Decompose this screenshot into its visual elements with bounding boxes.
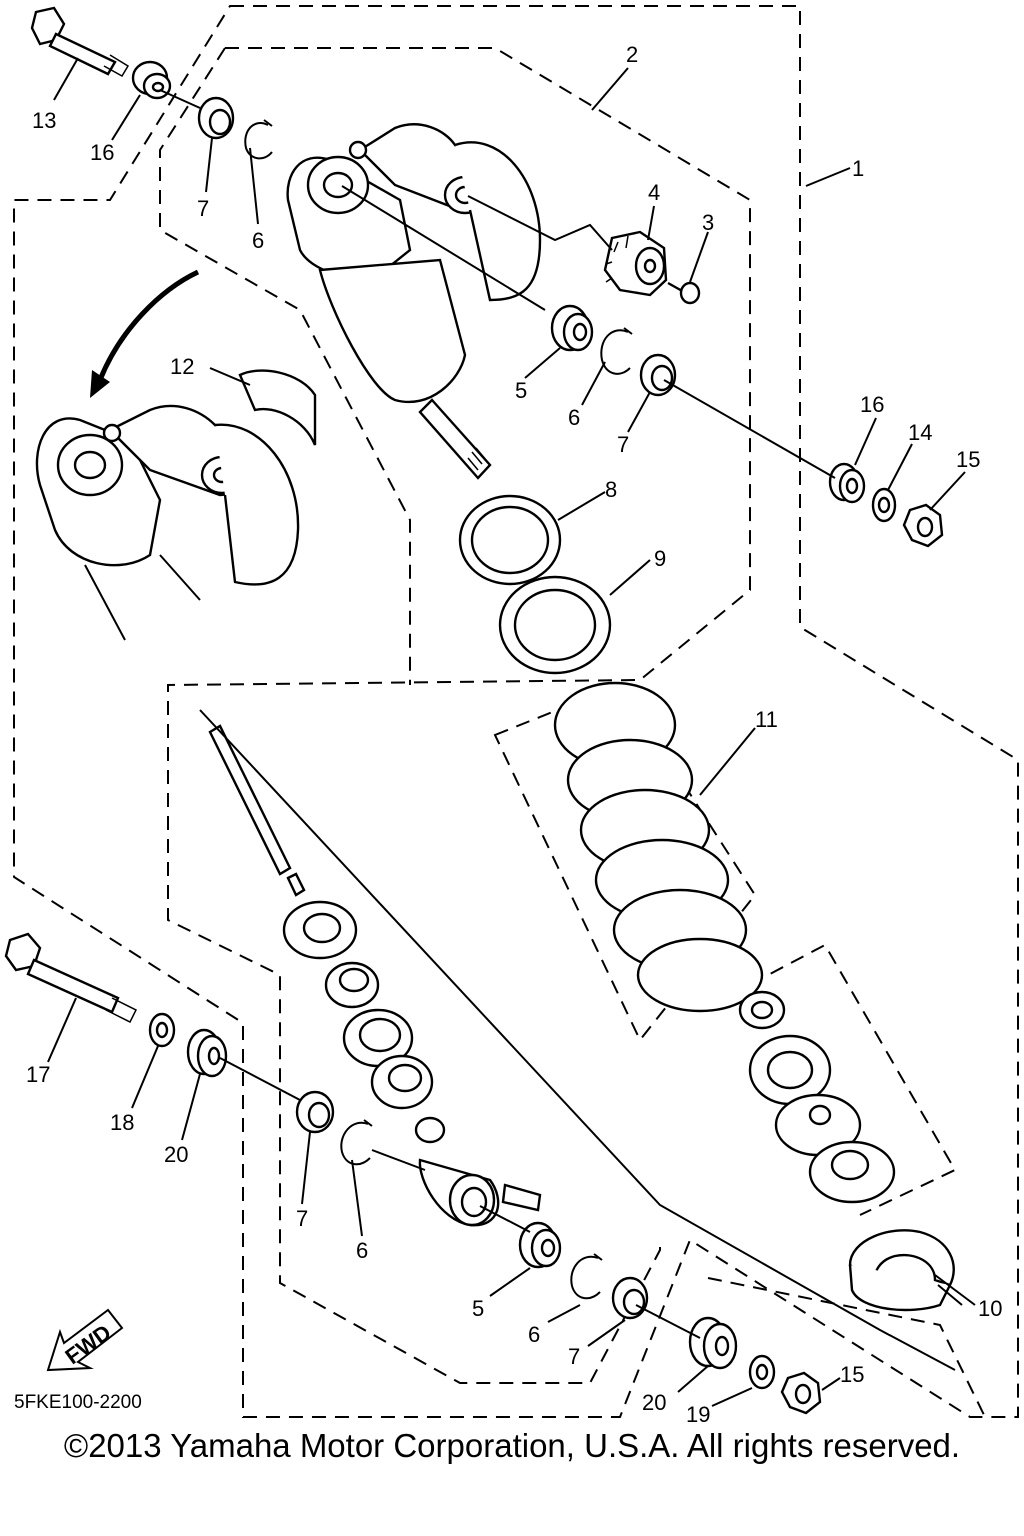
nut-15-upper: [902, 503, 944, 548]
callout-20-left: 20: [164, 1142, 188, 1167]
callout-7-upper: 7: [197, 196, 209, 221]
callout-10: 10: [978, 1296, 1002, 1321]
view-arrow: [90, 269, 200, 398]
callout-15-lower: 15: [840, 1362, 864, 1387]
callout-3: 3: [702, 210, 714, 235]
callout-4: 4: [648, 180, 660, 205]
callout-16-upper: 16: [90, 140, 114, 165]
damping-collar: [342, 1008, 434, 1110]
shaft-rod: [208, 724, 306, 897]
clip-6-middle: [600, 327, 633, 375]
lower-eye: [414, 1116, 542, 1227]
callout-20-right: 20: [642, 1390, 666, 1415]
fwd-arrow: FWD: [46, 1308, 124, 1372]
group-outline-10: [707, 1277, 986, 1418]
washer-19: [748, 1354, 776, 1390]
callout-18: 18: [110, 1110, 134, 1135]
callout-6-middle: 6: [568, 405, 580, 430]
shock-detail-view: [35, 369, 317, 641]
ring-nut-9: [498, 575, 612, 675]
callout-2: 2: [626, 42, 638, 67]
callout-17: 17: [26, 1062, 50, 1087]
group-outline-lower: [729, 943, 957, 1216]
seal-7-middle: [639, 353, 677, 397]
collar-16-right: [828, 462, 866, 504]
copyright-notice: ©2013 Yamaha Motor Corporation, U.S.A. A…: [63, 1427, 961, 1464]
group-outline-2: [159, 47, 751, 1384]
callout-12: 12: [170, 354, 194, 379]
callout-6-upper: 6: [252, 228, 264, 253]
callout-7-lower-left: 7: [296, 1206, 308, 1231]
callout-9: 9: [654, 546, 666, 571]
shock-upper-body: [286, 123, 542, 480]
collar-20-right: [688, 1316, 738, 1370]
part-code: 5FKE100-2200: [14, 1392, 142, 1413]
group-outline-1: [13, 5, 1019, 1418]
callout-7-middle: 7: [617, 432, 629, 457]
spring-11: [553, 681, 764, 1013]
seal-7-lower: [611, 1276, 649, 1320]
callout-1: 1: [852, 156, 864, 181]
callout-8: 8: [605, 477, 617, 502]
callout-7-lower: 7: [568, 1344, 580, 1369]
callout-5-lower: 5: [472, 1296, 484, 1321]
bushing-5-lower: [518, 1221, 562, 1269]
spring-seat-stack: [738, 990, 896, 1204]
bolt-17: [4, 932, 138, 1024]
clip-6-lower: [570, 1253, 603, 1300]
ring-nut-8: [458, 494, 562, 586]
callout-6-lower: 6: [528, 1322, 540, 1347]
seal-7-lower-left: [295, 1090, 335, 1134]
washer-18: [148, 1012, 176, 1048]
spring-retainer-10: [848, 1229, 955, 1312]
callout-14: 14: [908, 420, 932, 445]
callout-11: 11: [755, 707, 778, 732]
callout-6-lower-left: 6: [356, 1238, 368, 1263]
adjuster-knob-4: [603, 230, 668, 297]
bolt-13: [30, 6, 130, 78]
washer-14: [871, 487, 897, 523]
clip-6-lower-left: [340, 1119, 373, 1166]
clip-6-upper: [244, 119, 273, 160]
callout-15-upper: 15: [956, 447, 980, 472]
callout-19: 19: [686, 1402, 710, 1427]
callout-16-right: 16: [860, 392, 884, 417]
seal-7-upper: [197, 96, 235, 140]
nut-15-lower: [780, 1371, 822, 1415]
callout-13: 13: [32, 108, 56, 133]
reference-lines: [159, 89, 956, 1371]
bumper: [282, 900, 380, 1009]
callout-5-upper: 5: [515, 378, 527, 403]
callout-labels: 1 2 3 4 5 6 7 6 7 8 9 10 11 12 13 14 15 …: [26, 42, 1002, 1427]
collar-20-left: [186, 1028, 228, 1078]
leader-lines: [47, 57, 976, 1407]
screw-3: [667, 281, 701, 305]
bushing-5-upper: [550, 304, 594, 352]
